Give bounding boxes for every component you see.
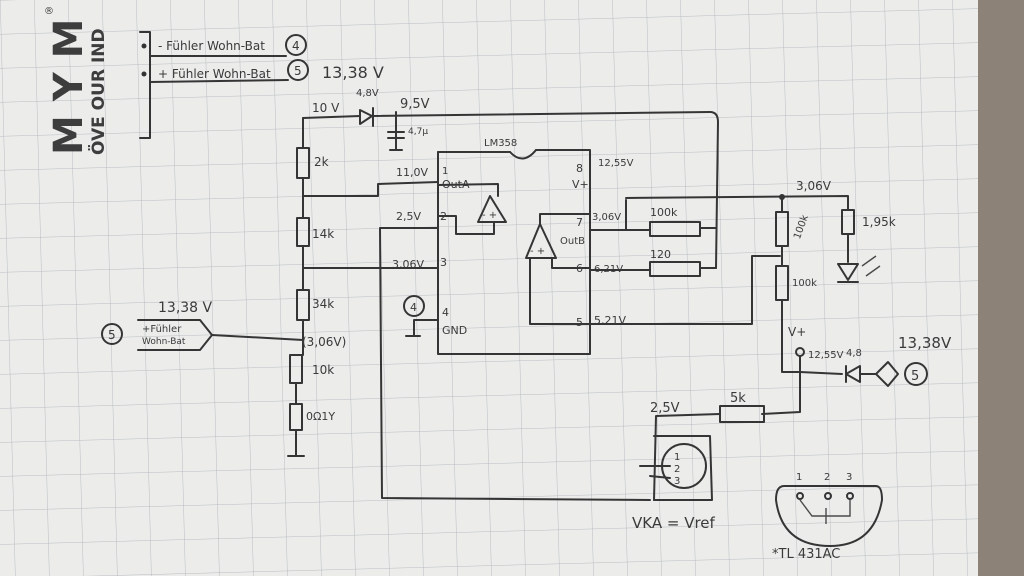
pin3-voltage: 3,06V [392, 258, 424, 271]
right-tag: 5 [911, 369, 919, 384]
pin7-voltage: 3,06V [592, 212, 621, 223]
right-3v06: 3,06V [796, 179, 832, 193]
pin5: 5 [576, 316, 583, 329]
pin2: 2 [440, 210, 447, 223]
legend-tag-4: 4 [292, 39, 300, 53]
pin4: 4 [442, 306, 449, 319]
gnd-tag: 4 [410, 301, 417, 314]
pin3: 3 [440, 256, 447, 269]
supply-10v: 10 V [312, 101, 340, 115]
ref-part: *TL 431AC [772, 547, 840, 562]
brand-logo: M Y M ÖVE OUR IND [46, 19, 109, 155]
pin8-voltage: 12,55V [598, 158, 634, 169]
right-branch: 3,06V 100k 100k 1,95k V+ 12,55V 4,8 5 13… [761, 179, 952, 415]
opamp-a-signs: - + [482, 210, 497, 221]
pin2-voltage: 2,5V [396, 210, 421, 223]
zener-4v8: 4,8V [356, 88, 379, 99]
pin1: 1 [442, 166, 448, 177]
ref-5k: 5k [730, 391, 746, 406]
r-2k: 2k [314, 155, 329, 169]
ref-pin3: 3 [674, 476, 680, 487]
pinout-3: 3 [846, 472, 852, 483]
pin8-name: V+ [572, 178, 589, 191]
r-shunt: 0Ω1Y [306, 410, 335, 423]
reference-section: 2,5V 5k 1 2 3 VKA = Vref 1 2 3 *TL 431AC [632, 391, 883, 562]
pin8: 8 [576, 162, 583, 175]
input-label2: Wohn-Bat [142, 337, 186, 347]
input-tag: 5 [108, 328, 116, 342]
diode-label: 4,8 [846, 348, 862, 359]
voltage-divider: 2k 14k 34k (3,06V) 10k 0Ω1Y [287, 117, 346, 457]
r-10k: 10k [312, 363, 334, 377]
pin4-name: GND [442, 324, 467, 337]
logo-small: ÖVE OUR IND [87, 28, 109, 155]
supply-line: 10 V 4,8V 9,5V 4,7μ LM358 [302, 88, 719, 269]
ic-body: - + - + 1 11,0V OutA 2 2,5V 3 3,06V 4 GN… [392, 149, 634, 355]
ref-2v5: 2,5V [650, 401, 680, 416]
pinout-2: 2 [824, 472, 830, 483]
input-connector: 5 13,38 V +Fühler Wohn-Bat [101, 300, 304, 351]
opamp-b-signs: - + [530, 246, 545, 257]
cap-value: 4,7μ [408, 127, 428, 137]
right-13v38: 13,38V [898, 334, 952, 352]
logo-big: M Y M [46, 19, 92, 155]
pin1-voltage: 11,0V [396, 166, 428, 179]
legend-line2: + Fühler Wohn-Bat [158, 67, 271, 81]
pin7-name: OutB [560, 236, 585, 247]
registered-mark: ® [44, 6, 54, 17]
r-34k: 34k [312, 297, 334, 311]
pin7: 7 [576, 216, 583, 229]
r-14k: 14k [312, 227, 334, 241]
legend-box: - Fühler Wohn-Bat 4 + Fühler Wohn-Bat 5 … [139, 31, 384, 139]
legend-voltage: 13,38 V [322, 63, 384, 82]
legend-tag-5: 5 [294, 64, 302, 78]
node-3v06: (3,06V) [302, 335, 346, 349]
input-label1: +Fühler [142, 324, 182, 335]
ic-wiring [302, 181, 849, 501]
ref-pin1: 1 [674, 452, 680, 463]
ref-equation: VKA = Vref [632, 514, 716, 532]
fb-120: 120 [650, 248, 671, 261]
vplus-voltage: 12,55V [808, 350, 844, 361]
pin5-voltage: 5,21V [594, 314, 626, 327]
ref-pin2: 2 [674, 464, 680, 475]
r-1k95: 1,95k [862, 215, 896, 229]
pin6: 6 [576, 262, 583, 275]
legend-line1: - Fühler Wohn-Bat [158, 39, 265, 53]
chip-name: LM358 [484, 138, 517, 149]
supply-9v5: 9,5V [400, 97, 430, 112]
pinout-1: 1 [796, 472, 802, 483]
feedback-resistors: 100k 120 [649, 206, 701, 277]
input-voltage: 13,38 V [158, 300, 213, 316]
r-100k-b: 100k [792, 278, 817, 289]
pin1-name: OutA [442, 178, 470, 191]
fb-100k: 100k [650, 206, 678, 219]
vplus-label: V+ [788, 325, 806, 339]
